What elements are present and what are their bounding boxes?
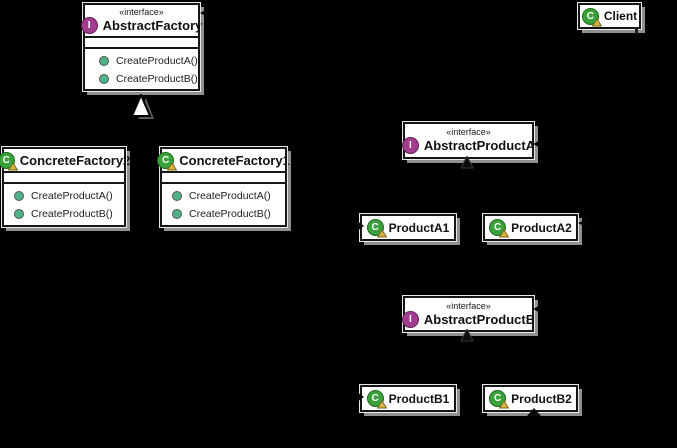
dependency-arrowhead-product-b2 [527, 408, 541, 416]
association-arrowhead-abstract-factory [200, 7, 212, 19]
stereotype-label: «interface» [446, 127, 491, 137]
methods-compartment: CreateProductA() CreateProductB() [85, 47, 198, 88]
attributes-compartment [162, 171, 285, 182]
class-name: ConcreteFactory2 [19, 152, 131, 168]
class-icon: C [0, 151, 18, 170]
attributes-compartment [4, 171, 124, 182]
class-box-product-a2[interactable]: C ProductA2 [482, 213, 579, 242]
stereotype-label: «interface» [446, 300, 491, 311]
method-item: CreateProductB() [4, 205, 124, 223]
class-box-abstract-product-a[interactable]: «interface» I AbstractProductA [401, 121, 536, 160]
class-name: ProductB2 [511, 391, 572, 406]
class-icon: C [489, 219, 510, 238]
class-icon: C [366, 219, 387, 238]
class-name: ProductA1 [388, 220, 450, 235]
interface-icon: I [401, 310, 419, 328]
methods-compartment: CreateProductA() CreateProductB() [162, 182, 285, 223]
public-method-icon [99, 56, 109, 66]
arrowhead-abstract-product-a-right [533, 139, 542, 149]
class-box-concrete-factory1[interactable]: C ConcreteFactory1 CreateProductA() Crea… [157, 146, 290, 228]
warning-triangle-icon [7, 161, 18, 170]
class-name: AbstractProductA [423, 138, 536, 153]
method-item: CreateProductB() [85, 70, 198, 88]
public-method-icon [172, 209, 182, 219]
class-name: ConcreteFactory1 [179, 152, 290, 168]
stereotype-label: «interface» [119, 7, 164, 17]
warning-triangle-icon [591, 17, 602, 26]
class-name: Client [603, 9, 638, 23]
warning-triangle-icon [376, 400, 387, 409]
generalization-arrowhead [130, 94, 154, 119]
methods-compartment: CreateProductA() CreateProductB() [4, 182, 124, 223]
public-method-icon [99, 74, 109, 84]
method-item: CreateProductA() [4, 187, 124, 205]
class-box-abstract-product-b[interactable]: «interface» I AbstractProductB [401, 295, 536, 333]
class-name: AbstractProductB [423, 311, 536, 327]
class-icon: C [157, 151, 178, 170]
public-method-icon [172, 191, 182, 201]
method-item: CreateProductA() [85, 52, 198, 70]
class-title: «interface» I AbstractFactory [80, 5, 202, 36]
realization-arrowhead-abstract-product-a [461, 156, 474, 169]
warning-triangle-icon [167, 161, 178, 170]
method-item: CreateProductB() [162, 205, 285, 223]
class-name: ProductB1 [388, 391, 450, 406]
interface-icon: I [401, 137, 419, 154]
warning-triangle-icon [499, 400, 510, 409]
class-icon: C [366, 390, 387, 409]
attributes-compartment [85, 36, 198, 47]
realization-arrowhead-abstract-product-b [461, 329, 474, 342]
class-box-product-b1[interactable]: C ProductB1 [359, 384, 457, 413]
class-box-product-a1[interactable]: C ProductA1 [359, 213, 457, 242]
class-name: ProductA2 [511, 220, 572, 235]
class-box-product-b2[interactable]: C ProductB2 [482, 384, 579, 413]
client-connector-stub [635, 28, 638, 34]
public-method-icon [14, 191, 24, 201]
class-icon: C [581, 7, 602, 26]
warning-triangle-icon [376, 229, 387, 238]
method-item: CreateProductA() [162, 187, 285, 205]
class-box-concrete-factory2[interactable]: C ConcreteFactory2 CreateProductA() Crea… [0, 146, 130, 228]
warning-triangle-icon [499, 229, 510, 238]
class-icon: C [489, 390, 510, 409]
dependency-arrowhead-product-a1 [357, 221, 364, 231]
dependency-arrowhead-product-a2 [578, 218, 590, 229]
public-method-icon [14, 209, 24, 219]
arrowhead-abstract-product-b-right [533, 304, 542, 314]
dependency-arrowhead-product-b1 [357, 392, 364, 402]
class-box-abstract-factory[interactable]: «interface» I AbstractFactory CreateProd… [80, 2, 202, 92]
class-box-client[interactable]: C Client [577, 2, 642, 30]
class-name: AbstractFactory [102, 18, 203, 33]
interface-icon: I [80, 17, 98, 34]
